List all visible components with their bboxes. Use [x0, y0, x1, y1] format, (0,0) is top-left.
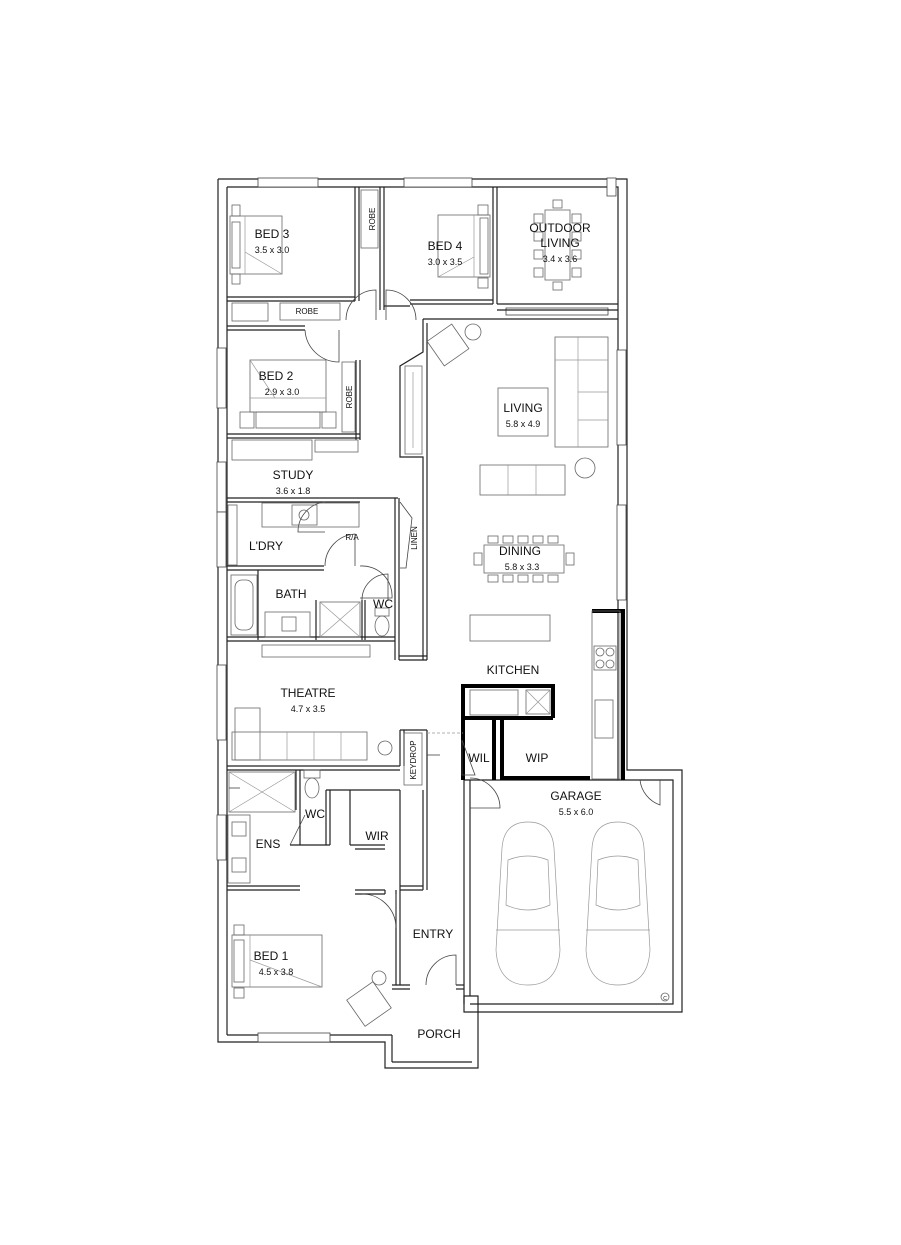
- bed4-name: BED 4: [428, 239, 463, 253]
- theatre-size: 4.7 x 3.5: [291, 704, 326, 714]
- outdoor-size: 3.4 x 3.6: [543, 254, 578, 264]
- wc1-name: WC: [373, 597, 393, 611]
- study-size: 3.6 x 1.8: [276, 486, 311, 496]
- robe-bed3-horizontal-label: ROBE: [296, 307, 319, 316]
- room-labels: BED 3 3.5 x 3.0 BED 4 3.0 x 3.5 OUTDOOR …: [249, 221, 602, 1041]
- dining-size: 5.8 x 3.3: [505, 562, 540, 572]
- doors: [289, 289, 661, 986]
- kitchen-name: KITCHEN: [487, 663, 540, 677]
- garage-size: 5.5 x 6.0: [559, 807, 594, 817]
- living-name: LIVING: [503, 401, 542, 415]
- ens-name: ENS: [256, 837, 281, 851]
- bed1-size: 4.5 x 3.8: [259, 967, 294, 977]
- laundry-name: L'DRY: [249, 539, 283, 553]
- bed3-size: 3.5 x 3.0: [255, 245, 290, 255]
- bath-name: BATH: [275, 587, 306, 601]
- copyright-label: C: [663, 996, 667, 1002]
- wir-name: WIR: [365, 829, 389, 843]
- exterior-walls: [217, 178, 683, 1069]
- interior-walls: [227, 187, 618, 990]
- bed3-name: BED 3: [255, 227, 290, 241]
- robe-bed2-label: ROBE: [345, 386, 354, 409]
- entry-name: ENTRY: [413, 927, 453, 941]
- wil-name: WIL: [468, 751, 490, 765]
- outdoor-name-line1: OUTDOOR: [529, 221, 591, 235]
- garage-name: GARAGE: [550, 789, 601, 803]
- linen-label: LINEN: [410, 526, 419, 550]
- study-name: STUDY: [273, 468, 314, 482]
- fixture-labels: ROBE ROBE ROBE LINEN R/A KEYDROP C: [296, 208, 668, 1002]
- keydrop-label: KEYDROP: [409, 740, 418, 779]
- bed4-size: 3.0 x 3.5: [428, 257, 463, 267]
- porch-name: PORCH: [417, 1027, 460, 1041]
- car-left: [495, 821, 561, 986]
- bed2-name: BED 2: [259, 369, 294, 383]
- outdoor-name-line2: LIVING: [540, 236, 579, 250]
- wc2-name: WC: [305, 807, 325, 821]
- bed1-name: BED 1: [254, 949, 289, 963]
- copyright-icon: [660, 992, 670, 1002]
- theatre-name: THEATRE: [280, 686, 335, 700]
- living-size: 5.8 x 4.9: [506, 419, 541, 429]
- bed2-size: 2.9 x 3.0: [265, 387, 300, 397]
- ra-label: R/A: [345, 533, 359, 542]
- windows: [216, 177, 627, 1043]
- robe-bed3-vertical-label: ROBE: [368, 208, 377, 231]
- dining-name: DINING: [499, 544, 541, 558]
- wip-name: WIP: [526, 751, 549, 765]
- car-right: [585, 821, 651, 986]
- furniture: [227, 189, 670, 1027]
